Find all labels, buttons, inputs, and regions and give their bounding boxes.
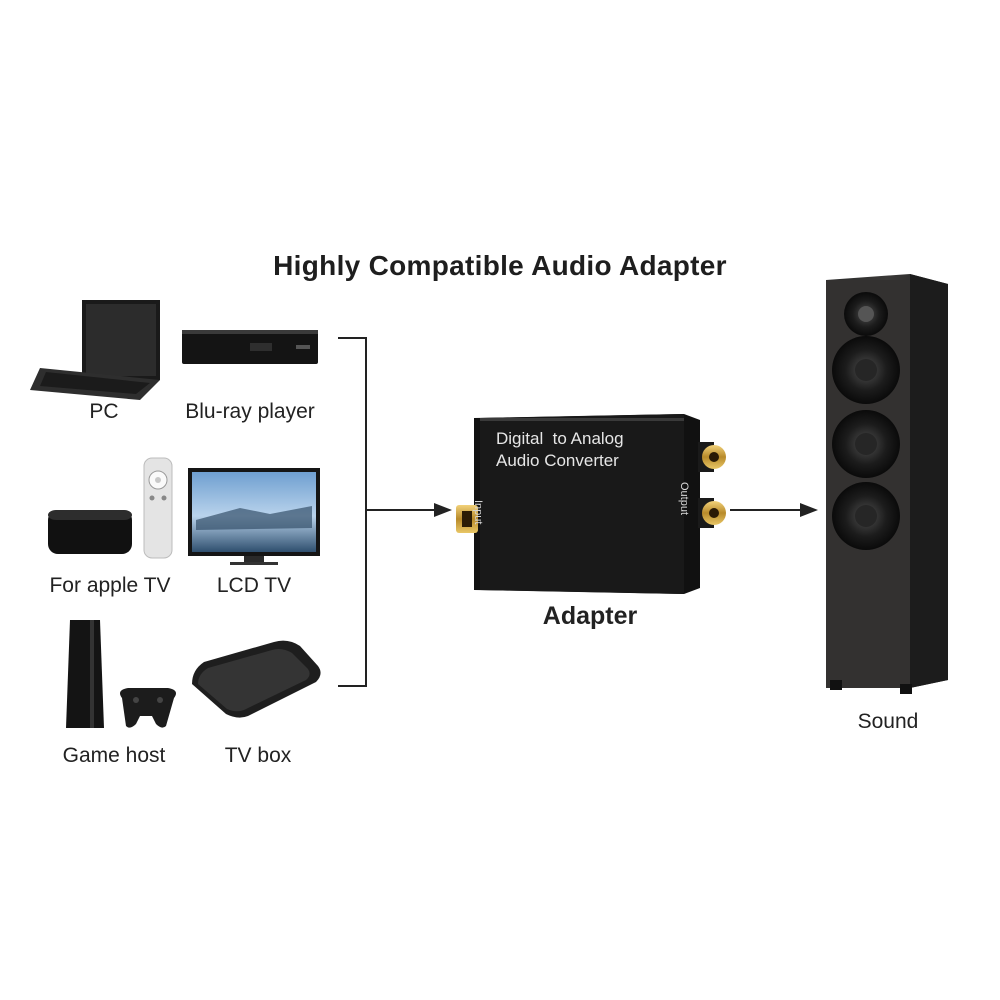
- source-label-pc: PC: [89, 400, 119, 423]
- game-console-icon: [66, 620, 176, 728]
- adapter-label: Adapter: [542, 602, 638, 630]
- rca-output-jack-icon: [698, 442, 726, 528]
- tv-box-icon: [192, 640, 321, 718]
- adapter-device: [456, 414, 726, 594]
- diagram-title: Highly Compatible Audio Adapter: [273, 250, 727, 281]
- tower-speaker-icon: [826, 274, 948, 694]
- source-label-lcd-tv: LCD TV: [216, 574, 292, 597]
- lcd-tv-icon: [188, 468, 320, 565]
- bluray-player-icon: [182, 330, 318, 364]
- output-arrow: [730, 503, 818, 517]
- adapter-input-label: Input: [472, 500, 484, 525]
- adapter-face-line-2: Audio Converter: [496, 451, 619, 470]
- laptop-icon: [30, 300, 160, 400]
- source-label-game-host: Game host: [62, 744, 166, 767]
- adapter-face-line-1: Digital to Analog: [496, 429, 624, 448]
- source-bracket: [338, 337, 452, 687]
- adapter-output-label: Output: [678, 482, 690, 516]
- apple-tv-icon: [48, 457, 173, 559]
- adapter-face-text: Digital to Analog Audio Converter: [496, 428, 676, 472]
- source-label-bluray: Blu-ray player: [185, 400, 315, 423]
- output-label-sound: Sound: [857, 710, 919, 733]
- source-label-apple-tv: For apple TV: [49, 574, 171, 597]
- source-label-tv-box: TV box: [224, 744, 292, 767]
